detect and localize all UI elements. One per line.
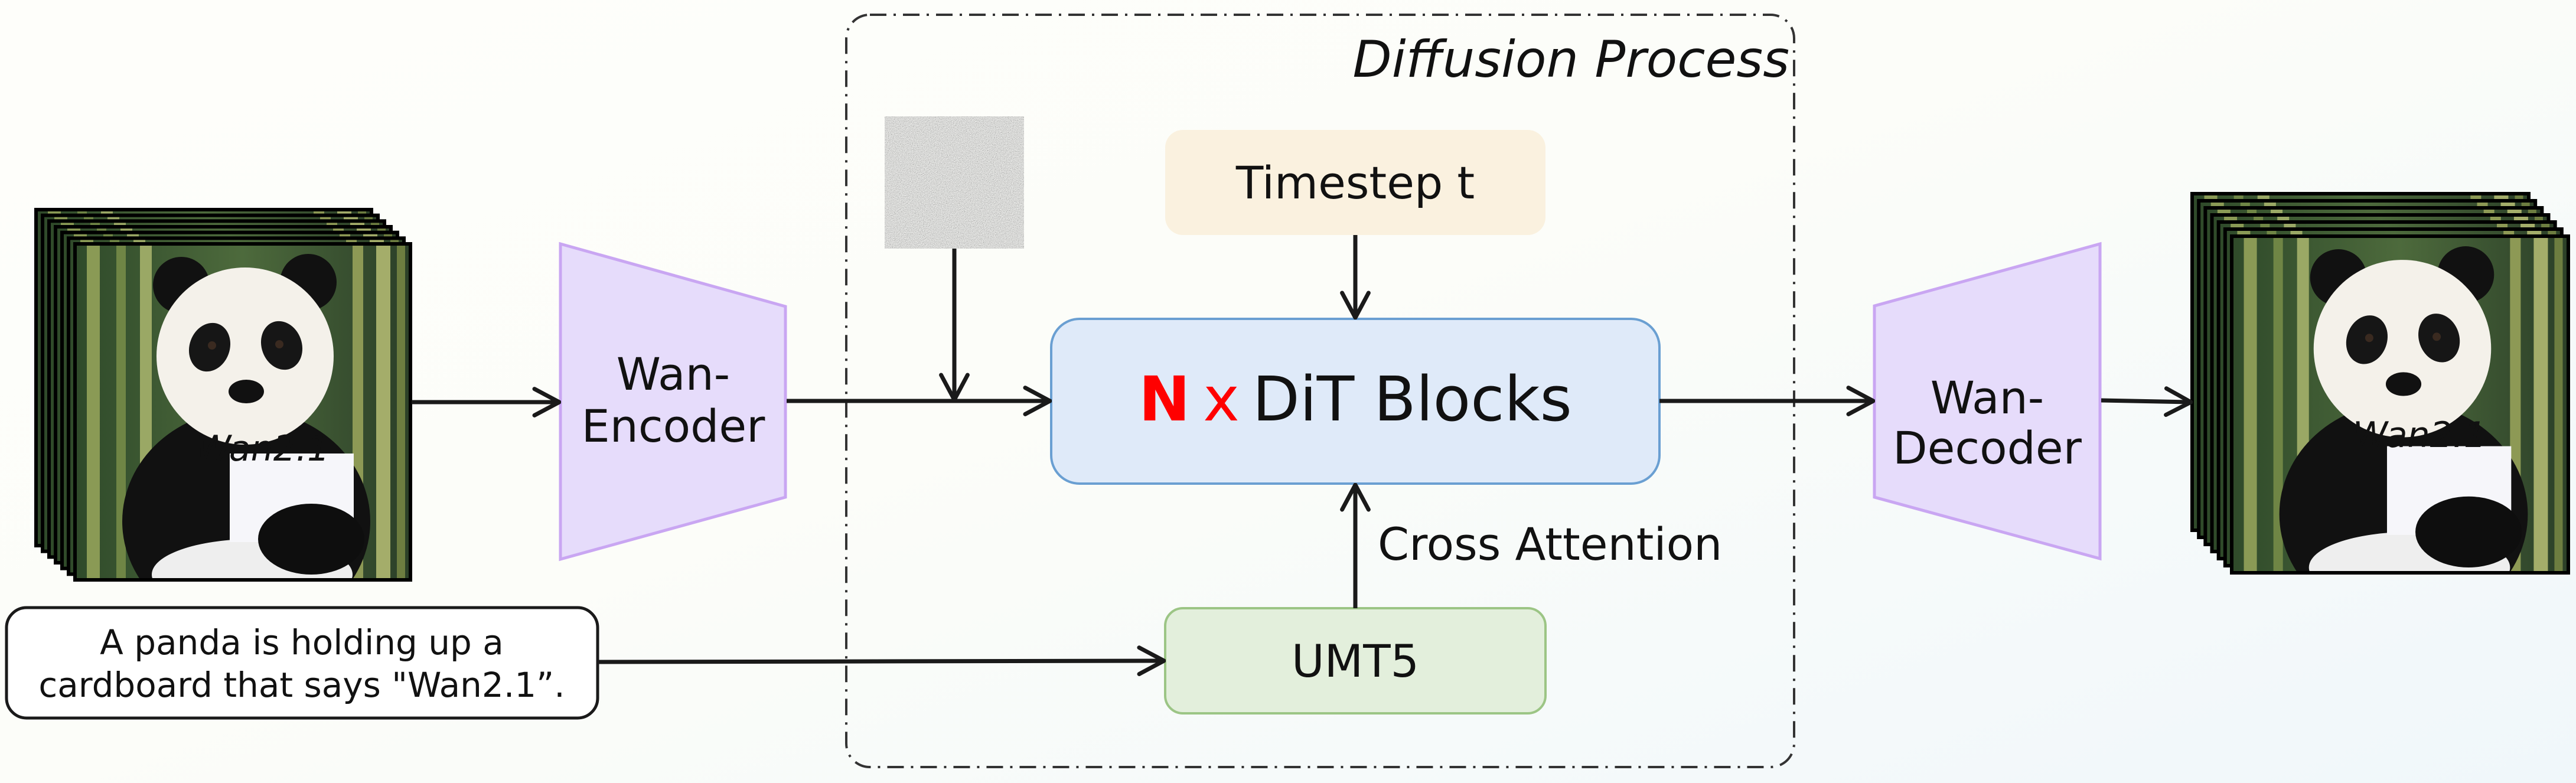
noise-latent-image <box>885 116 1024 249</box>
dit-n: N <box>1139 363 1190 435</box>
output-sign-text: Wan2.1 <box>2353 415 2486 456</box>
output-video-frames <box>2190 192 2570 575</box>
prompt-line2: cardboard that says "Wan2.1”. <box>38 665 565 705</box>
encoder-label-line1: Wan- <box>617 348 730 400</box>
arrow-decoder-to-video <box>2101 400 2191 402</box>
video-frame-border <box>73 242 412 582</box>
diffusion-process-frame <box>845 14 1795 768</box>
decoder-label-line2: Decoder <box>1893 422 2082 474</box>
timestep-block <box>1165 130 1545 235</box>
diffusion-process-label: Diffusion Process <box>1353 30 1789 89</box>
input-video-frames <box>34 208 412 582</box>
decoder-label-line1: Wan- <box>1931 371 2044 424</box>
umt5-label: UMT5 <box>1292 635 1419 687</box>
cross-attention-label: Cross Attention <box>1378 518 1722 570</box>
timestep-label: Timestep t <box>1235 156 1475 209</box>
wan-encoder-block <box>559 242 787 562</box>
prompt-line1: A panda is holding up a <box>100 622 504 663</box>
encoder-label-line2: Encoder <box>582 400 765 452</box>
wan-decoder-block <box>1873 242 2102 561</box>
video-frame-border <box>2230 234 2570 575</box>
input-sign-text: Wan2.1 <box>196 428 330 469</box>
arrow-prompt-to-umt5 <box>598 661 1164 662</box>
dit-blocks-text: DiT Blocks <box>1253 363 1572 435</box>
text-prompt-box <box>5 606 599 720</box>
dit-x: x <box>1203 363 1240 435</box>
